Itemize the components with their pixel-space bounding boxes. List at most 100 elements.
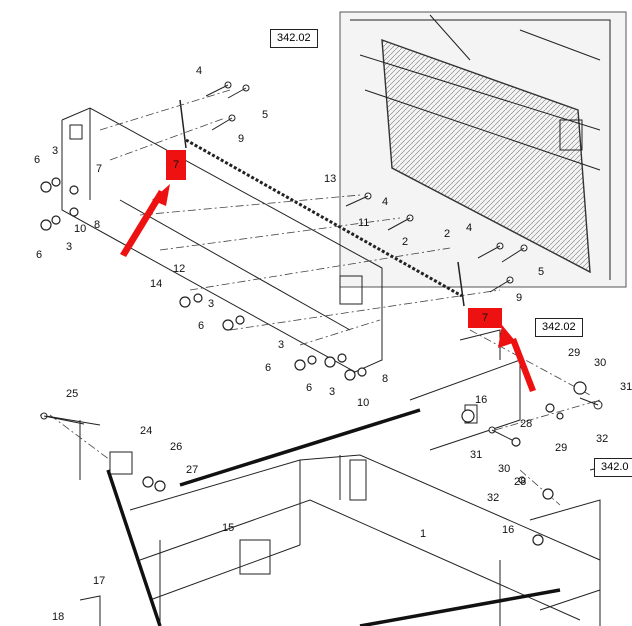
reference-box: 342.02 <box>535 318 583 337</box>
part-label: 6 <box>198 320 205 332</box>
bolt <box>40 412 85 425</box>
bolt <box>477 242 504 259</box>
part-label: 9 <box>238 133 245 145</box>
connection-line <box>106 469 162 626</box>
part-label: 1 <box>420 528 427 540</box>
part-label: 3 <box>329 386 336 398</box>
washer <box>142 476 154 488</box>
washer <box>307 355 317 365</box>
reference-box: 342.0 <box>594 458 632 477</box>
part-label: 26 <box>170 441 183 453</box>
nut <box>344 369 356 381</box>
washer <box>193 293 203 303</box>
part-label: 32 <box>596 433 609 445</box>
part-label: 30 <box>498 463 511 475</box>
part-label: 18 <box>52 611 65 623</box>
nut <box>573 381 587 395</box>
bolt <box>227 84 250 99</box>
chain-bar <box>185 138 463 298</box>
nut <box>324 356 336 368</box>
nut <box>222 319 234 331</box>
part-label: 5 <box>262 109 269 121</box>
part-label: 2 <box>444 228 451 240</box>
washer <box>51 215 61 225</box>
bolt <box>488 426 513 441</box>
left-bracket <box>61 107 383 373</box>
part-label: 10 <box>357 397 370 409</box>
part-label: 5 <box>538 266 545 278</box>
part-label: 13 <box>324 173 337 185</box>
part-label: 6 <box>34 154 41 166</box>
part-label: 8 <box>94 219 101 231</box>
chain-end-plate <box>457 261 465 307</box>
pin <box>556 412 564 420</box>
pin <box>518 476 526 484</box>
washer <box>511 437 521 447</box>
bushing <box>461 409 475 423</box>
part-label: 10 <box>74 223 87 235</box>
connection-line <box>179 408 421 487</box>
part-label: 11 <box>358 217 370 229</box>
washer <box>51 177 61 187</box>
part-label: 8 <box>382 373 389 385</box>
part-label: 24 <box>140 425 153 437</box>
washer <box>69 207 79 217</box>
bolt <box>205 81 232 97</box>
part-label: 17 <box>93 575 106 587</box>
part-label: 12 <box>173 263 186 275</box>
washer <box>69 185 79 195</box>
nut <box>40 181 52 193</box>
lower-frame <box>129 454 601 626</box>
part-label: 4 <box>196 65 203 77</box>
part-label: 6 <box>306 382 313 394</box>
washer <box>337 353 347 363</box>
part-label: 32 <box>487 492 500 504</box>
left-lower-column <box>39 414 101 626</box>
connection-line <box>359 588 561 626</box>
part-label: 28 <box>514 476 527 488</box>
part-label: 31 <box>470 449 483 461</box>
part-label: 25 <box>66 388 79 400</box>
upper-right-assembly <box>339 11 627 288</box>
bolt <box>579 397 603 410</box>
bolt <box>211 114 236 131</box>
part-label: 30 <box>594 357 607 369</box>
bolt <box>387 214 414 231</box>
part-label: 3 <box>52 145 59 157</box>
bolt <box>345 192 372 207</box>
washer <box>235 315 245 325</box>
part-label: 31 <box>620 381 632 393</box>
part-label: 29 <box>568 347 581 359</box>
part-label: 29 <box>555 442 568 454</box>
washer <box>545 403 555 413</box>
bracket-24 <box>109 451 133 475</box>
part-label: 3 <box>208 298 215 310</box>
part-label: 14 <box>150 278 163 290</box>
part-label: 15 <box>222 522 235 534</box>
part-label: 6 <box>36 249 43 261</box>
reference-box: 342.02 <box>270 29 318 48</box>
nut <box>179 296 191 308</box>
part-label: 2 <box>402 236 409 248</box>
chain-end-plate <box>179 99 187 149</box>
part-label: 7 <box>96 163 103 175</box>
part-label: 4 <box>466 222 473 234</box>
bolt <box>501 244 528 263</box>
red-callout-arrow <box>120 190 165 257</box>
red-callout-arrowhead <box>152 184 170 206</box>
part-label: 3 <box>66 241 73 253</box>
part-label: 4 <box>382 196 389 208</box>
part-label: 6 <box>265 362 272 374</box>
highlight-callout: 7 <box>468 308 502 328</box>
part-label: 9 <box>516 292 523 304</box>
part-label: 16 <box>475 394 488 406</box>
nut <box>294 359 306 371</box>
nut <box>154 480 166 492</box>
red-callout-arrow <box>510 338 536 392</box>
nut <box>40 219 52 231</box>
part-label: 3 <box>278 339 285 351</box>
bushing <box>542 488 554 500</box>
bolt <box>489 276 514 293</box>
bushing <box>532 534 544 546</box>
